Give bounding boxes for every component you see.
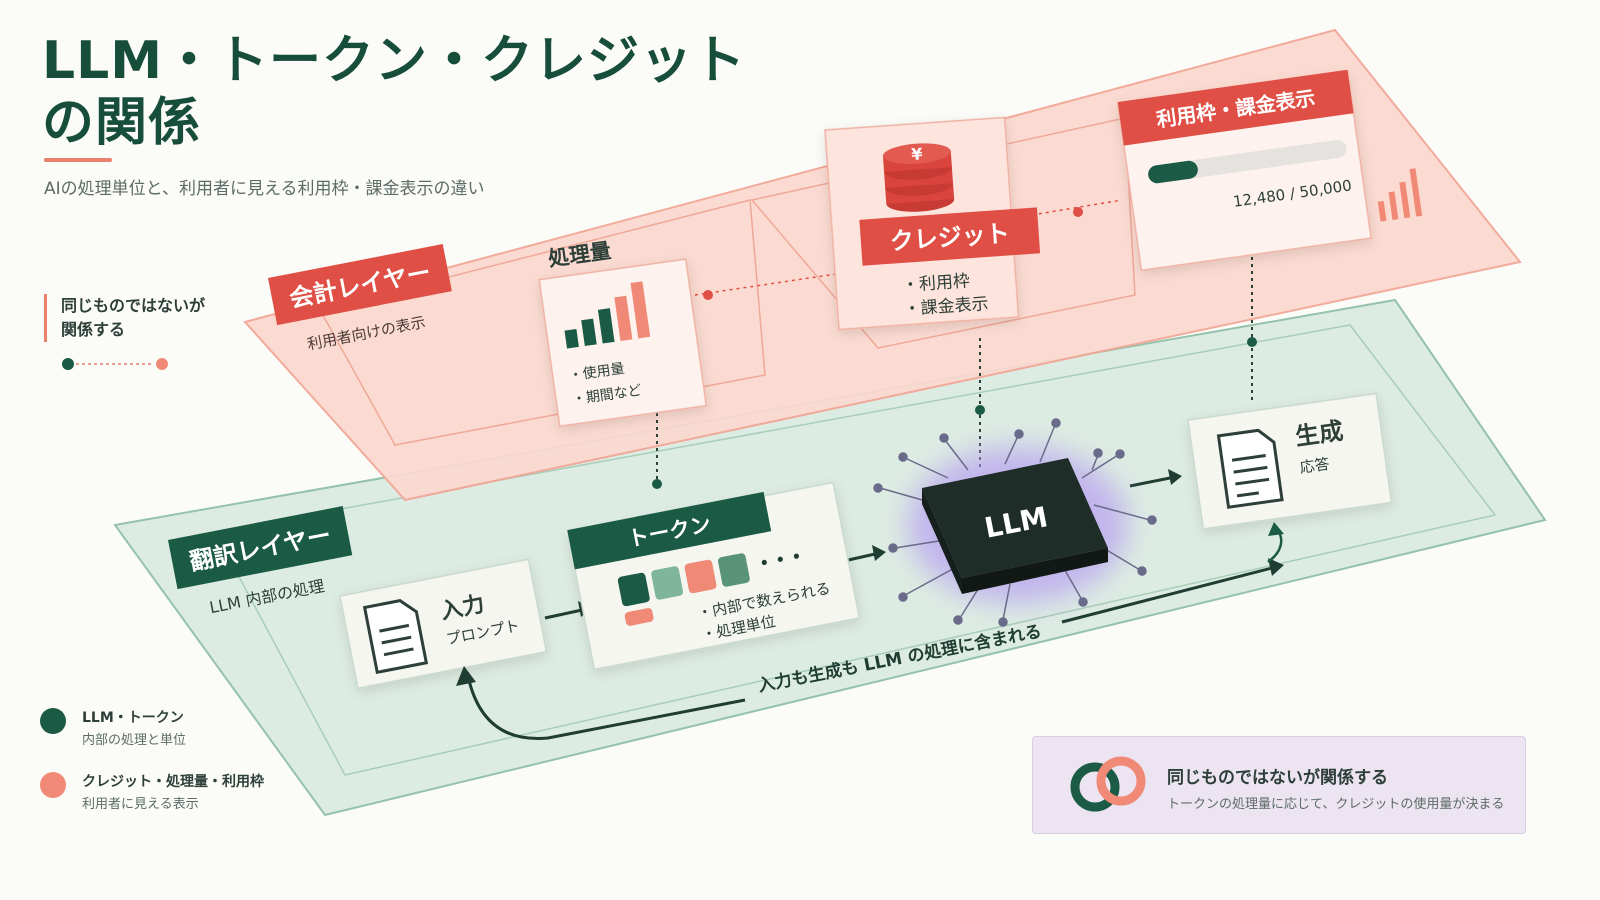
legend-item-main: LLM・トークン — [82, 710, 184, 726]
loop-arrow — [466, 566, 1273, 740]
document-icon — [362, 599, 429, 675]
legend-dot-green — [40, 708, 66, 734]
legend-item-main: クレジット・処理量・利用枠 — [82, 774, 264, 790]
chain-link-icon — [1070, 756, 1146, 812]
chip-pins-icon — [873, 418, 1157, 627]
page-subtitle: AIの処理単位と、利用者に見える利用枠・課金表示の違い — [44, 179, 485, 199]
llm-chip: LLM — [873, 418, 1157, 627]
legend-item-sub: 内部の処理と単位 — [82, 733, 187, 748]
coin-symbol: ¥ — [911, 144, 923, 164]
output-card-title: 生成 — [1293, 417, 1344, 451]
relation-note-line-1: 同じものではないが — [61, 296, 206, 315]
legend-item-llm: LLM・トークン 内部の処理と単位 — [40, 708, 264, 750]
relation-dots-icon — [62, 358, 168, 370]
output-card-sub: 応答 — [1299, 455, 1331, 477]
input-card: 入力 プロンプト — [339, 558, 548, 690]
connector-credit-quota — [1031, 199, 1123, 216]
legend-item-sub: 利用者に見える表示 — [82, 797, 199, 812]
token-blocks-icon — [617, 553, 750, 626]
usage-bars-icon — [564, 281, 651, 349]
credit-bullet-1: ・利用枠 — [901, 271, 970, 296]
credit-card: ¥ クレジット ・利用枠 ・課金表示 — [824, 116, 1041, 331]
title-line-2: の関係 — [42, 93, 202, 153]
accounting-layer-inner — [318, 199, 766, 446]
response-document-icon — [1216, 428, 1284, 509]
quota-progress-track — [1148, 139, 1347, 184]
page-title: LLM・トークン・クレジット の関係 — [42, 30, 746, 154]
legend-item-credit: クレジット・処理量・利用枠 利用者に見える表示 — [40, 772, 264, 814]
arrow-input-token — [544, 608, 583, 620]
quota-card: 利用枠・課金表示 12,480 / 50,000 — [1117, 69, 1372, 272]
relation-note: 同じものではないが 関係する — [44, 294, 205, 342]
relation-box-sub: トークンの処理量に応じて、クレジットの使用量が決まる — [1167, 797, 1505, 812]
coin-stack-icon: ¥ — [882, 143, 955, 212]
title-line-1: LLM・トークン・クレジット — [42, 31, 747, 91]
quota-progress-fill — [1148, 160, 1198, 184]
legend: LLM・トークン 内部の処理と単位 クレジット・処理量・利用枠 利用者に見える表… — [40, 708, 264, 836]
legend-dot-coral — [40, 772, 66, 798]
relation-note-line-2: 関係する — [61, 320, 126, 339]
translation-layer-inner — [213, 324, 1497, 776]
relation-box: 同じものではないが関係する トークンの処理量に応じて、クレジットの使用量が決まる — [1032, 736, 1526, 834]
relation-box-title: 同じものではないが関係する — [1167, 768, 1388, 788]
token-card: トークン • • • ・内部で数えられる ・処理単位 — [567, 481, 861, 671]
quota-bars-icon — [1377, 168, 1423, 222]
title-accent-rule — [44, 158, 112, 162]
output-card: 生成 応答 — [1187, 392, 1393, 530]
arrow-llm-output — [1129, 476, 1171, 488]
